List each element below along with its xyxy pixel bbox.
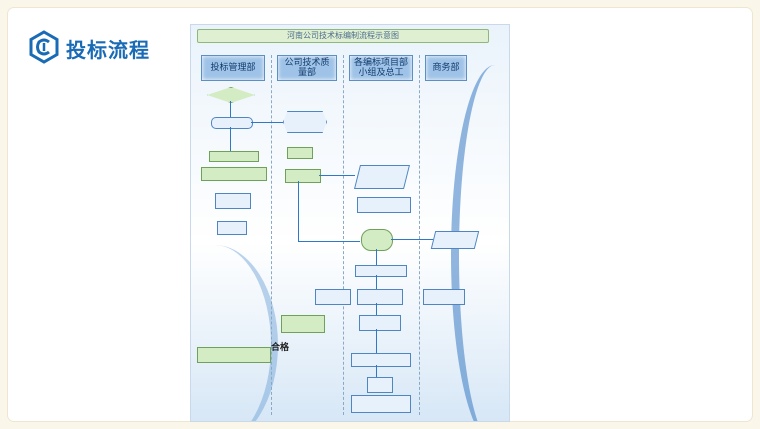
flow-node <box>351 353 411 367</box>
flow-node <box>211 117 253 129</box>
lane-divider <box>271 55 272 415</box>
flow-node <box>209 151 259 162</box>
flow-node <box>287 147 313 159</box>
lane-header-tech-quality: 公司技术质 量部 <box>277 55 337 81</box>
lane-divider <box>419 55 420 415</box>
lane-header-commerce: 商务部 <box>425 55 467 81</box>
flow-node <box>423 289 465 305</box>
flow-node <box>357 289 403 305</box>
flow-node <box>285 169 321 183</box>
flow-connector <box>319 175 355 176</box>
flow-node <box>283 111 327 133</box>
flow-connector <box>376 275 377 289</box>
flow-connector <box>230 101 231 117</box>
document-node <box>367 377 393 393</box>
flow-node <box>315 289 351 305</box>
flow-node <box>215 193 251 209</box>
flowchart-image: 河南公司技术标编制流程示意图 投标管理部 公司技术质 量部 各编标项目部 小组及… <box>190 24 510 422</box>
flow-node <box>430 231 480 249</box>
flow-connector <box>251 122 283 123</box>
page-title: 投标流程 <box>66 38 150 62</box>
flow-node <box>197 347 271 363</box>
flow-connector <box>391 239 433 240</box>
lane-divider <box>343 55 344 415</box>
hexagon-c-logo-icon <box>29 30 59 64</box>
lane-header-bid-management: 投标管理部 <box>201 55 265 81</box>
flow-node <box>217 221 247 235</box>
flow-node <box>357 197 411 213</box>
flow-connector <box>230 127 231 151</box>
flow-connector <box>298 241 360 242</box>
flow-connector <box>376 249 377 265</box>
flow-connector <box>376 329 377 353</box>
decor-swirl <box>191 245 278 421</box>
flow-node <box>201 167 267 181</box>
flow-node <box>359 315 401 331</box>
flow-connector <box>376 365 377 379</box>
flow-connector <box>376 303 377 315</box>
diagram-title: 河南公司技术标编制流程示意图 <box>197 29 489 43</box>
flow-decision-node <box>207 87 255 103</box>
flow-node <box>361 229 393 251</box>
pass-label: 合格 <box>271 343 290 353</box>
lane-header-project-teams: 各编标项目部 小组及总工 <box>349 55 413 81</box>
flow-node <box>351 395 411 413</box>
flow-connector <box>298 181 299 241</box>
flow-node <box>281 315 325 333</box>
flow-node <box>354 165 410 189</box>
flow-node <box>355 265 407 277</box>
